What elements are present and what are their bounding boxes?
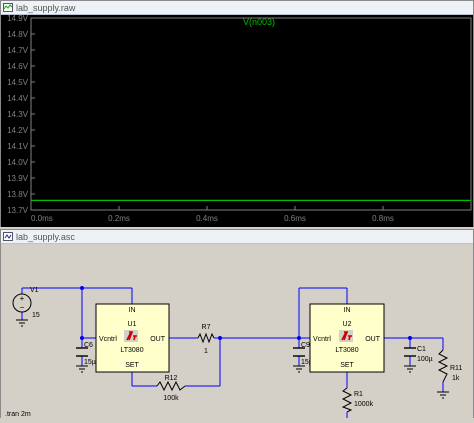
waveform-title: lab_supply.raw <box>16 2 76 13</box>
r1-resistor[interactable] <box>341 387 353 413</box>
c1-value: 100µ <box>417 356 433 363</box>
x-tick-label: 0.0ms <box>31 214 53 223</box>
y-tick-label: 14.8V <box>7 30 29 39</box>
c1-capacitor[interactable] <box>404 347 416 357</box>
u2-vcntrl-pin: Vcntrl <box>313 336 331 343</box>
r7-name: R7 <box>202 324 211 331</box>
y-tick-label: 14.9V <box>7 15 29 23</box>
r1-value: 1000k <box>354 401 374 408</box>
u1-vcntrl-pin: Vcntrl <box>99 336 117 343</box>
x-tick-label: 0.8ms <box>372 214 394 223</box>
u2-set-pin: SET <box>340 362 354 369</box>
trace-legend-label[interactable]: V(n003) <box>243 17 275 27</box>
u1-set-pin: SET <box>125 362 139 369</box>
u2-in-pin: IN <box>344 307 351 314</box>
r7-resistor[interactable] <box>197 332 215 344</box>
y-tick-label: 14.2V <box>7 126 29 135</box>
schematic-drawing: + − V1 15 C6 15µ <box>5 286 462 418</box>
u1-part: LT3080 <box>120 347 143 354</box>
y-tick-label: 14.3V <box>7 110 29 119</box>
schematic-canvas[interactable]: + − V1 15 C6 15µ <box>1 244 473 418</box>
c1-name: C1 <box>417 346 426 353</box>
c9-capacitor[interactable] <box>293 347 305 357</box>
u2-out-pin: OUT <box>365 336 381 343</box>
schematic-title: lab_supply.asc <box>16 231 75 242</box>
waveform-chart: 14.9V 14.8V 14.7V 14.6V 14.5V 14.4V 14.3V 14.2V… <box>7 14 472 223</box>
ground-symbol-c1 <box>404 365 416 373</box>
junctions <box>80 286 412 340</box>
y-tick-label: 14.0V <box>7 158 29 167</box>
y-tick-label: 14.4V <box>7 94 29 103</box>
ground-symbol-r11 <box>437 391 449 399</box>
y-tick-label: 14.1V <box>7 142 29 151</box>
y-tick-label: 13.8V <box>7 190 29 199</box>
ground-symbol-v1 <box>16 319 28 327</box>
u2-part: LT3080 <box>335 347 358 354</box>
waveform-file-icon <box>3 3 13 12</box>
linear-tech-logo-icon <box>124 330 138 342</box>
u1-lt3080[interactable] <box>95 303 170 373</box>
c9-value: 15µ <box>301 359 313 366</box>
y-axis: 14.9V 14.8V 14.7V 14.6V 14.5V 14.4V 14.3V 14.2V… <box>7 14 35 215</box>
spice-directive[interactable]: .tran 2m <box>5 411 31 418</box>
linear-tech-logo-icon <box>339 330 353 342</box>
v1-name: V1 <box>30 287 39 294</box>
svg-text:+: + <box>20 294 25 303</box>
svg-text:−: − <box>20 303 25 312</box>
x-tick-label: 0.2ms <box>108 214 130 223</box>
r12-value: 100k <box>163 395 179 402</box>
ground-symbol-c6 <box>76 365 88 373</box>
c9-name: C9 <box>301 342 310 349</box>
x-tick-label: 0.6ms <box>284 214 306 223</box>
u2-name: U2 <box>343 321 352 328</box>
r1-name: R1 <box>354 391 363 398</box>
r12-name: R12 <box>165 375 178 382</box>
ground-symbol-c9 <box>293 365 305 373</box>
c6-name: C6 <box>84 342 93 349</box>
r12-resistor[interactable] <box>156 380 186 392</box>
schematic-window[interactable]: lab_supply.asc <box>0 229 474 418</box>
c6-capacitor[interactable] <box>76 347 88 357</box>
y-tick-label: 14.5V <box>7 78 29 87</box>
schematic-file-icon <box>3 232 13 241</box>
x-axis: 0.0ms 0.2ms 0.4ms 0.6ms 0.8ms <box>30 206 394 223</box>
y-tick-label: 14.6V <box>7 62 29 71</box>
y-tick-label: 14.7V <box>7 46 29 55</box>
schematic-titlebar[interactable]: lab_supply.asc <box>1 230 473 244</box>
waveform-window[interactable]: lab_supply.raw 14.9V 14.8V 14.7V 14.6V 14.5V… <box>0 0 474 227</box>
r7-value: 1 <box>204 348 208 355</box>
waveform-titlebar[interactable]: lab_supply.raw <box>1 1 473 15</box>
x-tick-label: 0.4ms <box>196 214 218 223</box>
waveform-plot-area[interactable]: 14.9V 14.8V 14.7V 14.6V 14.5V 14.4V 14.3V 14.2V… <box>1 14 473 227</box>
v1-voltage-source[interactable]: + − <box>12 293 32 313</box>
r11-resistor[interactable] <box>437 349 449 383</box>
y-tick-label: 13.9V <box>7 174 29 183</box>
u1-name: U1 <box>128 321 137 328</box>
r11-value: 1k <box>452 375 460 382</box>
wires <box>21 287 444 418</box>
u1-in-pin: IN <box>129 307 136 314</box>
r11-name: R11 <box>450 365 462 372</box>
u1-out-pin: OUT <box>150 336 166 343</box>
c6-value: 15µ <box>84 359 96 366</box>
plot-frame <box>30 17 472 211</box>
y-tick-label: 13.7V <box>7 206 29 215</box>
v1-value: 15 <box>32 312 40 319</box>
u2-lt3080[interactable] <box>309 303 385 373</box>
